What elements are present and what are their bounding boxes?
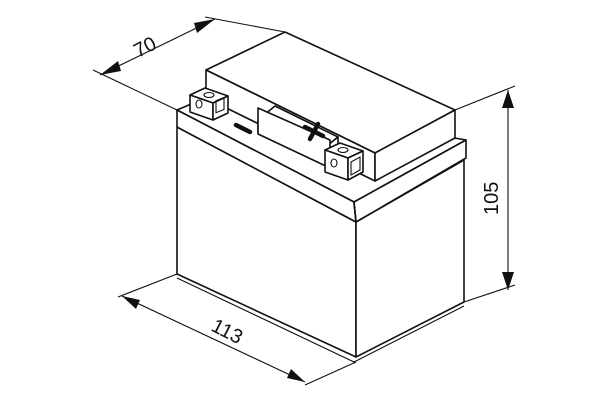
negative-terminal-marker (233, 122, 253, 135)
dimension-height: 105 (454, 85, 516, 303)
height-label: 105 (481, 182, 503, 215)
battery-case (176, 126, 465, 363)
negative-terminal (189, 87, 229, 121)
positive-terminal (324, 142, 364, 181)
length-label: 113 (208, 315, 246, 349)
positive-terminal-marker (302, 121, 326, 142)
